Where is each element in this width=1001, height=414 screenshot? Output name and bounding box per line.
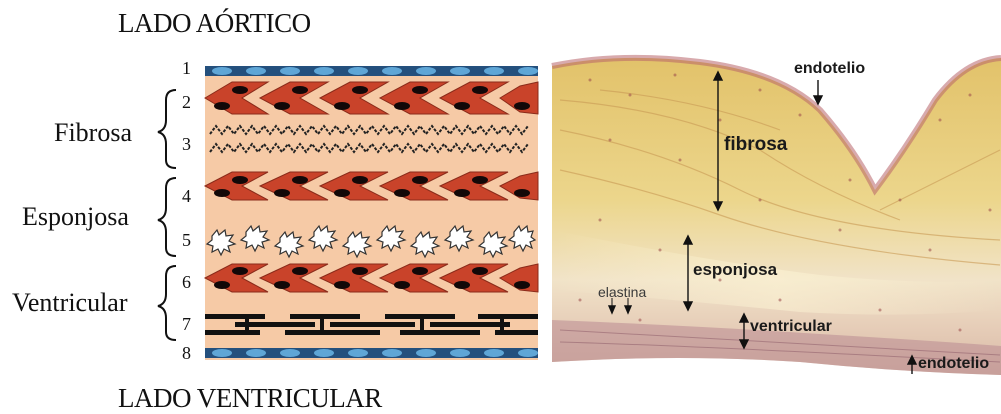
label-elastin: elastina <box>598 284 646 300</box>
label-esponjosa-histology: esponjosa <box>693 260 777 280</box>
schematic-layers <box>205 66 538 360</box>
fibroblast-row-2 <box>205 80 538 116</box>
bracket-esponjosa <box>158 178 176 256</box>
bracket-ventricular <box>158 266 176 340</box>
label-endothelium-bottom: endotelio <box>918 355 989 373</box>
label-endothelium-top: endotelio <box>794 60 865 78</box>
label-fibrosa-histology: fibrosa <box>724 134 787 156</box>
bracket-fibrosa <box>158 90 176 168</box>
label-ventricular-histology: ventricular <box>750 318 832 336</box>
